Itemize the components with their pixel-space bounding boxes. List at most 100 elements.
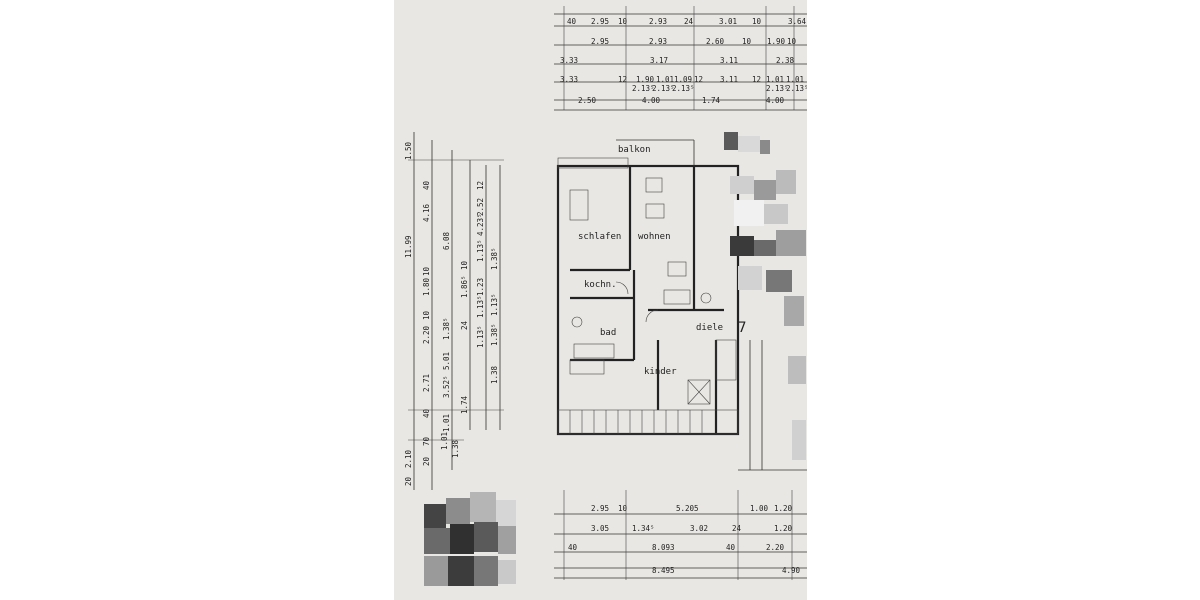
- dim-label: 1.34⁵: [632, 524, 655, 533]
- bottom-dim-row-1: 2.95 10 5.205 1.00 1.20: [591, 504, 793, 513]
- top-dim-row-5: 2.50 4.00 1.74 4.00: [578, 96, 785, 105]
- dim-label: 1.01: [786, 75, 804, 84]
- dim-label: 6.08: [442, 231, 451, 250]
- dim-label: 8.495: [652, 566, 675, 575]
- dim-label: 10: [618, 504, 628, 513]
- top-dim-row-4b: 2.13⁵ 2.13⁵ 2.13⁵ 2.13⁵ 2.13⁵: [632, 84, 807, 93]
- dim-label: 40: [567, 17, 577, 26]
- dim-label: 2.10: [404, 449, 413, 468]
- dim-label: 10: [742, 37, 752, 46]
- dim-label: 2.60: [706, 37, 725, 46]
- dim-label: 1.01: [440, 432, 449, 450]
- dim-label: 10: [752, 17, 762, 26]
- left-dim-col-2: 40 4.16 1.80 10 2.20 10 2.71 40 1.01 20 …: [422, 180, 449, 466]
- dim-label: 2.13⁵: [632, 84, 655, 93]
- dim-label: 20: [422, 456, 431, 466]
- left-dim-col-5: 12 2.52 4.23⁵ 1.13⁵ 1.23 1.13⁵ 1.13⁵: [476, 181, 485, 348]
- dim-label: 1.38⁵: [490, 247, 499, 270]
- dim-label: 1.09: [674, 75, 692, 84]
- bottom-dim-row-4: 8.495 4.90: [652, 566, 801, 575]
- dim-label: 40: [422, 408, 431, 418]
- floor-plan-sheet: 40 2.95 10 2.93 24 3.01 10 3.64 2.95 2.9…: [394, 0, 807, 600]
- dim-label: 1.00: [750, 504, 769, 513]
- dim-label: 3.01: [719, 17, 737, 26]
- dim-label: 12: [752, 75, 761, 84]
- dim-label: 1.20: [774, 524, 793, 533]
- dim-label: 10: [422, 266, 431, 276]
- dim-label: 24: [684, 17, 694, 26]
- top-dim-row-3: 3.33 3.17 3.11 2.38: [560, 56, 795, 65]
- dim-label: 3.17: [650, 56, 668, 65]
- dim-label: 2.13⁵: [672, 84, 695, 93]
- room-label-balkon: balkon: [618, 145, 651, 155]
- dim-label: 1.23: [476, 278, 485, 296]
- dim-label: 24: [732, 524, 742, 533]
- dim-label: 10: [787, 37, 797, 46]
- room-label-kochn: kochn.: [584, 280, 617, 290]
- left-dim-col-6: 1.38⁵ 1.13⁵ 1.38⁵ 1.38: [490, 247, 499, 384]
- dim-label: 4.23⁵: [476, 213, 485, 236]
- dim-label: 2.95: [591, 17, 609, 26]
- dim-label: 2.20: [766, 543, 785, 552]
- dim-label: 1.74: [460, 395, 469, 414]
- dim-label: 2.13⁵: [786, 84, 807, 93]
- left-dimension-lines: [408, 132, 504, 490]
- dim-label: 3.11: [720, 75, 738, 84]
- dim-label: 11.99: [404, 235, 413, 258]
- dim-label: 1.38⁵: [442, 317, 451, 340]
- dim-label: 1.13⁵: [490, 293, 499, 316]
- redaction-pixel-block-right: [724, 132, 806, 460]
- dim-label: 12: [476, 181, 485, 190]
- room-labels: balkon schlafen wohnen kochn. bad diele …: [578, 145, 746, 377]
- dim-label: 40: [422, 180, 431, 190]
- dim-label: 3.64: [788, 17, 807, 26]
- left-dim-col-1: 1.50 11.99 2.10 20: [404, 141, 413, 486]
- dim-label: 3.02: [690, 524, 708, 533]
- dim-label: 10: [618, 17, 628, 26]
- dim-label: 1.90: [636, 75, 655, 84]
- dim-label: 4.00: [766, 96, 785, 105]
- dim-label: 1.20: [774, 504, 793, 513]
- bottom-dim-row-3: 40 8.093 40 2.20: [568, 543, 785, 552]
- top-dimension-lines: [554, 6, 807, 111]
- dim-label: 12: [694, 75, 703, 84]
- dim-label: 2.50: [578, 96, 597, 105]
- dim-label: 1.38: [451, 439, 460, 458]
- dim-label: 1.01: [442, 414, 451, 432]
- dim-label: 20: [404, 476, 413, 486]
- dim-label: 1.13⁵: [476, 239, 485, 262]
- dim-label: 10: [460, 260, 469, 270]
- dim-label: 1.74: [702, 96, 721, 105]
- dim-label: 12: [618, 75, 627, 84]
- left-dim-col-4: 10 1.86⁵ 24 1.74: [460, 260, 469, 414]
- dim-label: 1.90: [767, 37, 786, 46]
- room-label-bad: bad: [600, 328, 616, 338]
- dim-label: 5.01: [442, 352, 451, 370]
- top-dim-row-2: 2.95 2.93 2.60 10 1.90 10: [591, 37, 797, 46]
- dim-label: 8.093: [652, 543, 675, 552]
- dim-label: 2.95: [591, 504, 609, 513]
- dim-label: 1.01: [766, 75, 784, 84]
- dim-label: 40: [568, 543, 578, 552]
- top-dim-row-4: 3.33 12 1.90 1.01 1.09 12 3.11 12 1.01 1…: [560, 75, 804, 84]
- dim-label: 3.52⁵: [442, 375, 451, 398]
- dim-label: 1.13⁵: [476, 325, 485, 348]
- dim-label: 2.13⁵: [766, 84, 789, 93]
- dim-label: 1.13⁵: [476, 295, 485, 318]
- room-label-wohnen: wohnen: [638, 232, 671, 242]
- dim-label: 4.16: [422, 203, 431, 222]
- unit-marker: 7: [738, 320, 746, 336]
- floor-plan-drawing: 40 2.95 10 2.93 24 3.01 10 3.64 2.95 2.9…: [404, 6, 807, 586]
- dim-label: 1.80: [422, 277, 431, 296]
- bottom-dimension-lines: [554, 490, 807, 580]
- dim-label: 2.93: [649, 37, 667, 46]
- room-label-diele: diele: [696, 323, 723, 333]
- dim-label: 1.01: [656, 75, 674, 84]
- left-dim-col-3: 6.08 1.38⁵ 5.01 3.52⁵ 1.01 1.38: [442, 231, 460, 458]
- dim-label: 2.71: [422, 374, 431, 392]
- redaction-pixel-block-left: [424, 492, 516, 586]
- bottom-dim-row-2: 3.05 1.34⁵ 3.02 24 1.20: [591, 524, 793, 533]
- dim-label: 3.33: [560, 56, 578, 65]
- dim-label: 2.38: [776, 56, 795, 65]
- dim-label: 3.05: [591, 524, 609, 533]
